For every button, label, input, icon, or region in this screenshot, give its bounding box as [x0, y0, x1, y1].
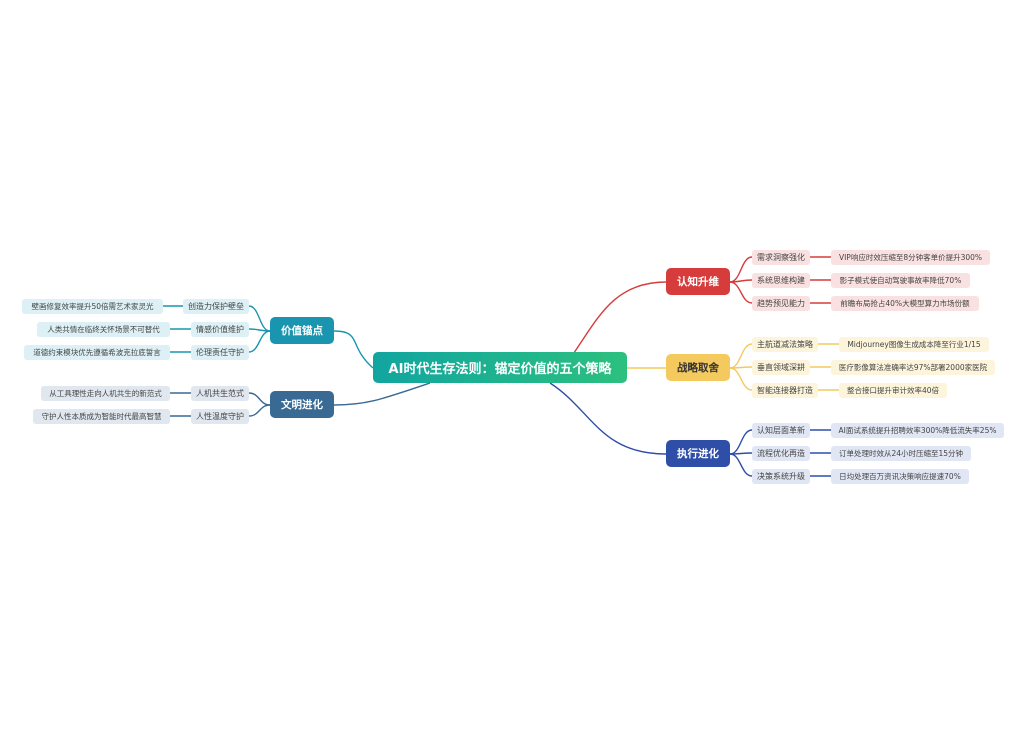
subtopic-ethics-guard[interactable]: 伦理责任守护	[191, 345, 249, 360]
detail-medical-imaging[interactable]: 医疗影像算法准确率达97%部署2000家医院	[831, 360, 995, 375]
connector-cognition-sub-0	[729, 256, 753, 283]
branch-strategic-choice[interactable]: 战略取舍	[666, 354, 730, 381]
connector-civilization-sub-0	[248, 392, 271, 406]
detail-highest-wisdom[interactable]: 守护人性本质成为智能时代最高智慧	[33, 409, 170, 424]
subtopic-smart-connector[interactable]: 智能连接器打造	[752, 383, 818, 398]
detail-decision-speed[interactable]: 日均处理百万资讯决策响应提速70%	[831, 469, 969, 484]
connector-root-execution	[549, 382, 667, 455]
subtopic-demand-insight[interactable]: 需求洞察强化	[752, 250, 810, 265]
detail-mural-restoration[interactable]: 壁画修复效率提升50倍需艺术家灵光	[22, 299, 163, 314]
subtopic-human-warmth[interactable]: 人性温度守护	[191, 409, 249, 424]
detail-hospice-empathy[interactable]: 人类共情在临终关怀场景不可替代	[37, 322, 170, 337]
subtopic-symbiosis[interactable]: 人机共生范式	[191, 386, 249, 401]
detail-shadow-mode[interactable]: 影子模式使自动驾驶事故率降低70%	[831, 273, 970, 288]
connector-strategy-sub-0	[729, 343, 753, 369]
subtopic-emotional-value[interactable]: 情感价值维护	[191, 322, 249, 337]
connector-execution-sub-2	[729, 453, 753, 477]
subtopic-main-channel[interactable]: 主航道减法策略	[752, 337, 818, 352]
detail-order-processing[interactable]: 订单处理时效从24小时压缩至15分钟	[831, 446, 971, 461]
subtopic-cognitive-reform[interactable]: 认知层面革新	[752, 423, 810, 438]
branch-value-anchor[interactable]: 价值锚点	[270, 317, 334, 344]
detail-ai-interview[interactable]: AI面试系统提升招聘效率300%降低流失率25%	[831, 423, 1004, 438]
detail-hippocratic-oath[interactable]: 道德约束模块优先遵循希波克拉底誓言	[24, 345, 170, 360]
subtopic-process-redesign[interactable]: 流程优化再造	[752, 446, 810, 461]
subtopic-decision-upgrade[interactable]: 决策系统升级	[752, 469, 810, 484]
subtopic-vertical-focus[interactable]: 垂直领域深耕	[752, 360, 810, 375]
root-topic[interactable]: AI时代生存法则：锚定价值的五个策略	[373, 352, 627, 383]
detail-midjourney-cost[interactable]: Midjourney图像生成成本降至行业1/15	[839, 337, 989, 352]
branch-execution-evolution[interactable]: 执行进化	[666, 440, 730, 467]
connector-value-sub-2	[248, 330, 271, 353]
connector-root-civilization	[333, 382, 431, 406]
detail-vip-response[interactable]: VIP响应时效压缩至8分钟客单价提升300%	[831, 250, 990, 265]
connector-strategy-sub-2	[729, 367, 753, 391]
subtopic-system-thinking[interactable]: 系统思维构建	[752, 273, 810, 288]
branch-civilization-evolution[interactable]: 文明进化	[270, 391, 334, 418]
connector-execution-sub-0	[729, 429, 753, 455]
detail-audit-efficiency[interactable]: 整合接口提升审计效率40倍	[839, 383, 947, 398]
detail-compute-share[interactable]: 前瞻布局抢占40%大模型算力市场份额	[831, 296, 979, 311]
connector-cognition-sub-2	[729, 281, 753, 304]
connector-civilization-sub-1	[248, 404, 271, 417]
subtopic-trend-foresight[interactable]: 趋势预见能力	[752, 296, 810, 311]
connector-root-value	[333, 330, 374, 369]
subtopic-creativity-barrier[interactable]: 创造力保护壁垒	[183, 299, 249, 314]
connector-value-sub-0	[248, 305, 271, 332]
branch-cognition-upgrade[interactable]: 认知升维	[666, 268, 730, 295]
detail-new-paradigm[interactable]: 从工具理性走向人机共生的新范式	[41, 386, 170, 401]
